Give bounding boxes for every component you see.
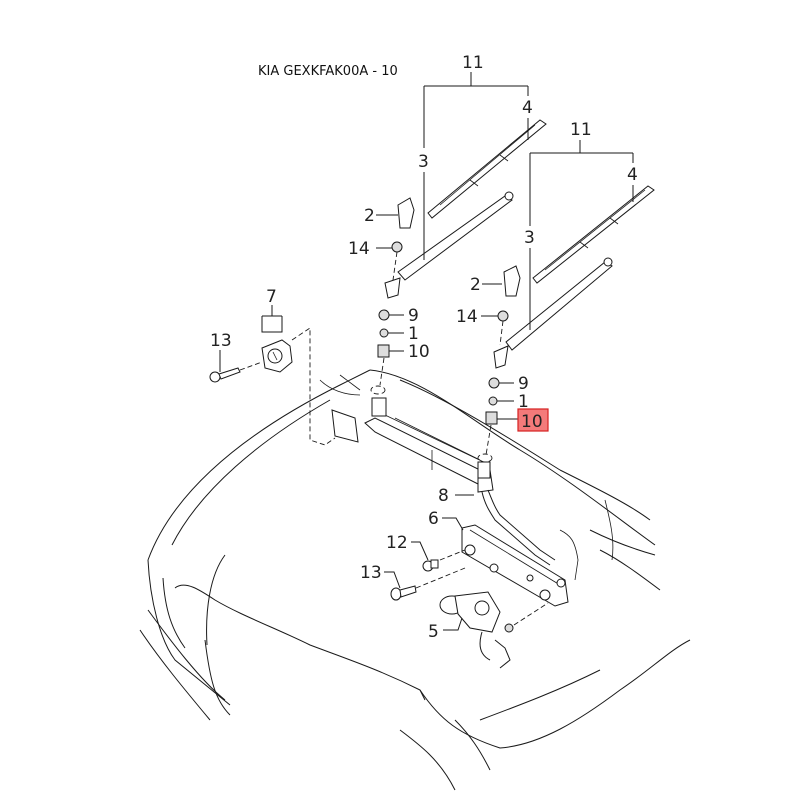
- relay-mount: [331, 409, 359, 443]
- label-left-assembly: 11: [462, 53, 484, 73]
- label-bracket: 6: [428, 509, 439, 529]
- left-arm-cap: [397, 197, 415, 229]
- right-wiper-blade: [532, 185, 655, 284]
- label-right-assembly: 11: [570, 120, 592, 140]
- car-body-outline: [139, 369, 691, 791]
- right-washer-1: [488, 396, 498, 406]
- right-nut-14: [497, 310, 509, 322]
- label-relay: 7: [266, 287, 277, 307]
- label-motor: 5: [428, 622, 439, 642]
- label-left-blade: 4: [522, 98, 533, 118]
- wiper-relay: [261, 339, 293, 373]
- label-bolt-12: 12: [386, 533, 408, 553]
- label-left-washer-1: 1: [408, 324, 419, 344]
- label-right-blade: 4: [627, 165, 638, 185]
- wiper-motor: [439, 591, 514, 669]
- left-bushing-10: [377, 344, 390, 358]
- label-linkage: 8: [438, 486, 449, 506]
- wiper-linkage: [364, 385, 556, 566]
- right-pivot: [477, 461, 491, 479]
- label-right-bushing-10-highlighted[interactable]: 10: [521, 412, 543, 432]
- label-right-arm: 3: [524, 228, 535, 248]
- left-nut-14: [391, 241, 403, 253]
- label-left-arm: 3: [418, 152, 429, 172]
- label-bolt-13: 13: [360, 563, 382, 583]
- left-pivot: [371, 397, 387, 417]
- left-nut-9: [378, 309, 390, 321]
- leader-lines: [219, 72, 634, 631]
- right-arm-cap: [503, 265, 521, 297]
- motor-nut: [504, 623, 514, 633]
- left-wiper-arm: [384, 191, 514, 299]
- label-left-nut-14: 14: [348, 239, 370, 259]
- callout-labels: 11 4 3 2 14 9 1 10 11 4 3 2 14 9 1 10 7 …: [210, 53, 638, 642]
- label-left-cap: 2: [364, 206, 375, 226]
- label-left-bushing-10: 10: [408, 342, 430, 362]
- label-right-cap: 2: [470, 275, 481, 295]
- label-right-washer-1: 1: [518, 392, 529, 412]
- diagram-title: KIA GEXKFAK00A - 10: [258, 64, 398, 79]
- bolt-13: [390, 585, 417, 601]
- label-relay-screw: 13: [210, 331, 232, 351]
- label-right-nut-14: 14: [456, 307, 478, 327]
- right-wiper-arm: [493, 257, 613, 369]
- right-bushing-10: [485, 411, 498, 425]
- right-nut-9: [488, 377, 500, 389]
- highlight-box[interactable]: [517, 408, 549, 432]
- left-wiper-blade: [427, 119, 547, 219]
- relay-screw: [209, 367, 241, 383]
- label-right-nut-9: 9: [518, 374, 529, 394]
- left-washer-1: [379, 328, 389, 338]
- label-left-nut-9: 9: [408, 306, 419, 326]
- motor-bracket: [461, 524, 579, 607]
- bolt-12: [422, 559, 439, 572]
